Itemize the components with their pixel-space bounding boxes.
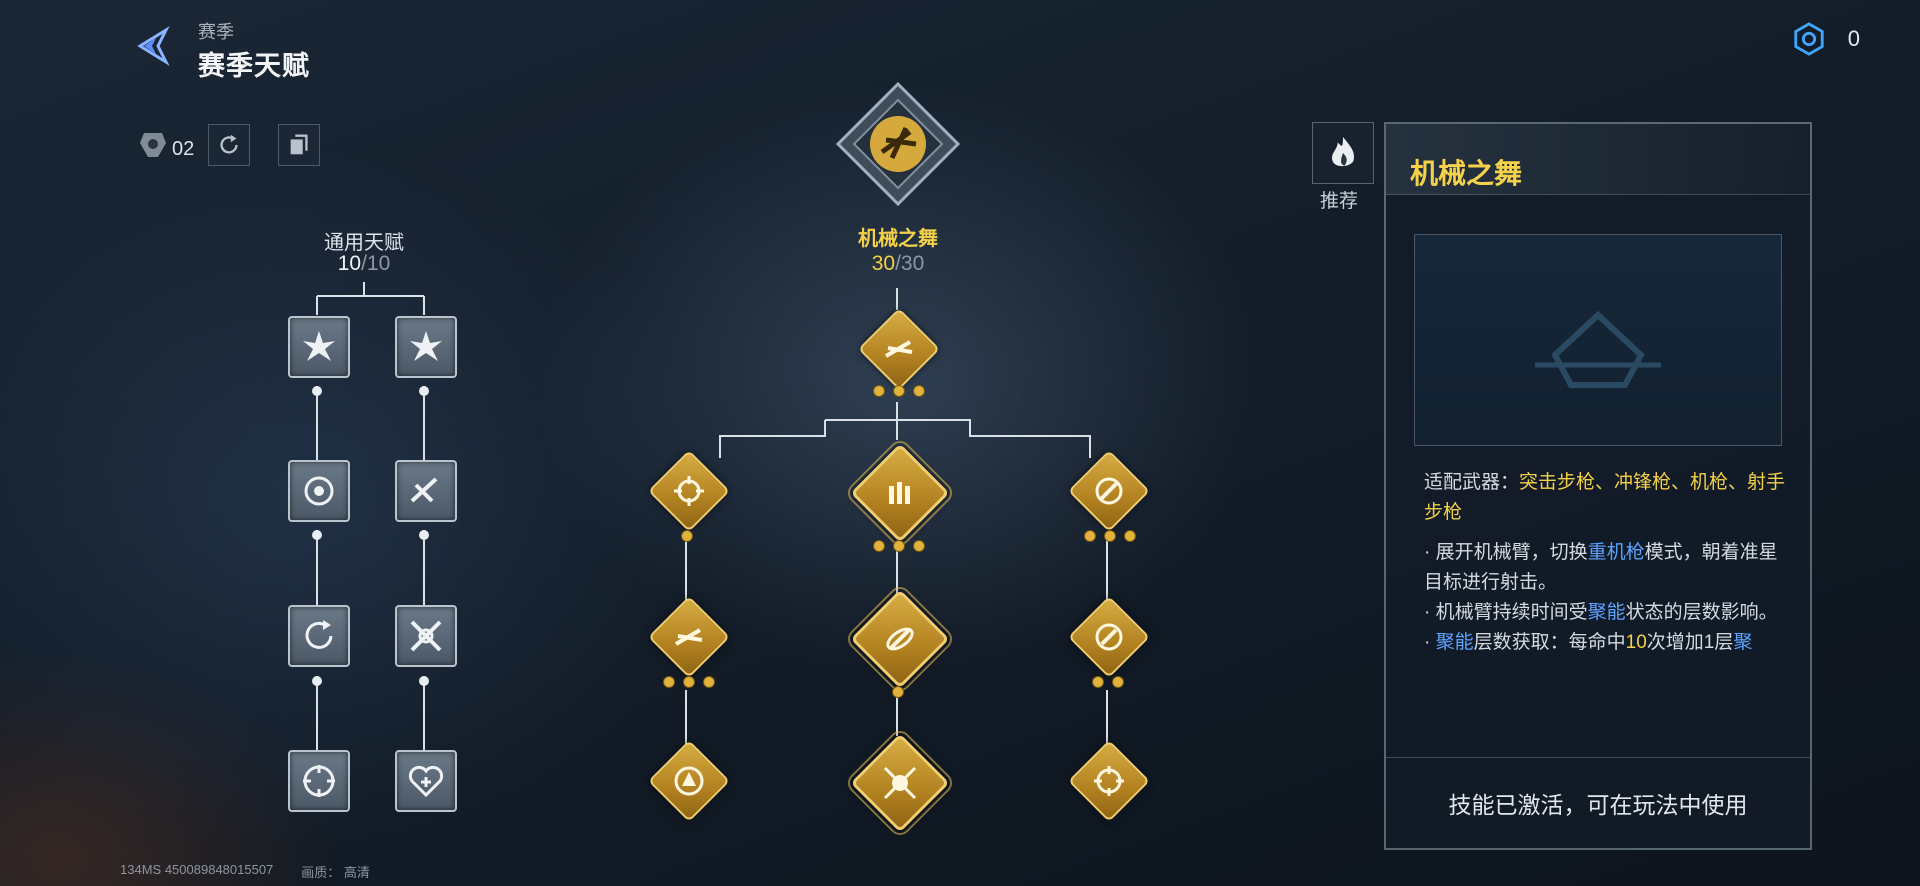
general-talent-node[interactable] [395,316,457,378]
heart-plus-icon [408,765,444,798]
node-level-dots [873,540,925,552]
ammo-boost-icon [889,482,910,504]
target-shield-icon [304,476,334,506]
general-talent-count: 10/10 [337,252,391,275]
currency-value: 0 [1847,26,1860,51]
specialty-talent-node[interactable] [843,582,957,696]
gun-slash-icon [410,477,438,503]
talent-point-icon [140,132,166,157]
detail-description: 适配武器：突击步枪、冲锋枪、机枪、射手步枪 · 展开机械臂，切换重机枪模式，朝着… [1410,468,1790,668]
panel-header: 机械之舞 [1386,124,1810,195]
general-talent-node[interactable] [395,460,457,522]
specialty-talent-node[interactable] [647,739,731,823]
weapon-cycle-icon [1095,623,1123,651]
hexagon-token-icon [1794,22,1824,56]
node-connector-dot [419,530,429,540]
ping-value: 134MS 450089848015507 [120,862,274,877]
weapon-disabled-icon [1095,477,1123,505]
burst-claw-icon [410,331,442,361]
specialty-count: 30/30 [871,252,925,275]
general-talent-node[interactable] [288,460,350,522]
flame-icon [1332,137,1355,167]
copy-button[interactable] [278,124,320,166]
currency-display: 0 [1792,22,1860,56]
specialty-talent-node[interactable] [843,726,957,840]
wolf-head-icon [674,766,704,796]
node-connector-dot [312,676,322,686]
node-level-dots [1092,676,1124,688]
gatling-icon [674,628,703,646]
specialty-title: 机械之舞 [858,228,938,250]
general-talent-node[interactable] [288,605,350,667]
recommend-button[interactable] [1312,122,1374,184]
crossed-blades-icon [410,620,442,652]
page-title: 赛季天赋 [198,51,310,81]
skill-preview [1414,234,1782,446]
back-button[interactable] [132,24,176,68]
node-connector-dot [312,530,322,540]
breadcrumb: 赛季 [198,22,234,42]
copy-icon [290,134,308,155]
reload-cycle-icon [305,620,333,649]
effect-line: · 聚能层数获取：每命中10次增加1层聚 [1424,632,1753,653]
node-level-dots [663,676,715,688]
specialty-talent-node[interactable] [857,307,941,391]
specialty-talent-node[interactable] [843,436,957,550]
specialty-talent-node[interactable] [647,449,731,533]
mech-dance-emblem-icon [835,81,961,207]
crosshair-icon [674,476,704,506]
node-level-dots [873,385,925,397]
crosshair-ring-icon [303,765,335,797]
crosshair-icon [1094,766,1124,796]
node-level-dots [1084,530,1136,542]
weapons-line: 适配武器：突击步枪、冲锋枪、机枪、射手步枪 [1424,472,1786,523]
burst-claw-icon [303,331,335,361]
talent-points-value: 02 [172,138,195,160]
specialty-talent-node[interactable] [647,595,731,679]
orbit-strike-icon [886,627,914,651]
reset-button[interactable] [208,124,250,166]
gatling-icon [884,340,913,358]
detail-title: 机械之舞 [1410,158,1523,189]
general-talent-node[interactable] [288,750,350,812]
effect-line: · 机械臂持续时间受聚能状态的层数影响。 [1424,602,1778,623]
recommend-label: 推荐 [1320,191,1359,212]
footer-info: 134MS 450089848015507 画质： 高清 [120,862,370,881]
specialty-talent-node[interactable] [1067,595,1151,679]
preview-emblem-icon [1535,310,1661,388]
back-arrow-icon [137,25,170,67]
specialty-talent-node[interactable] [1067,449,1151,533]
general-talent-node[interactable] [395,750,457,812]
node-connector-dot [419,676,429,686]
activation-status: 技能已激活，可在玩法中使用 [1386,757,1810,848]
general-talent-title: 通用天赋 [324,232,404,254]
reset-icon [220,134,238,154]
general-talent-node[interactable] [395,605,457,667]
specialty-emblem [835,81,961,207]
node-level-dot [892,686,904,698]
node-connector-dot [312,386,322,396]
talent-points: 02 [138,126,194,161]
skull-burst-icon [883,766,917,800]
general-talent-node[interactable] [288,316,350,378]
quality-info: 画质： 高清 [301,865,370,880]
specialty-talent-node[interactable] [1067,739,1151,823]
talent-detail-panel: 机械之舞 适配武器：突击步枪、冲锋枪、机枪、射手步枪 · 展开机械臂，切换重机枪… [1384,122,1812,850]
node-level-dot [681,530,693,542]
effect-line: · 展开机械臂，切换重机枪模式，朝着准星目标进行射击。 [1424,542,1778,593]
node-connector-dot [419,386,429,396]
